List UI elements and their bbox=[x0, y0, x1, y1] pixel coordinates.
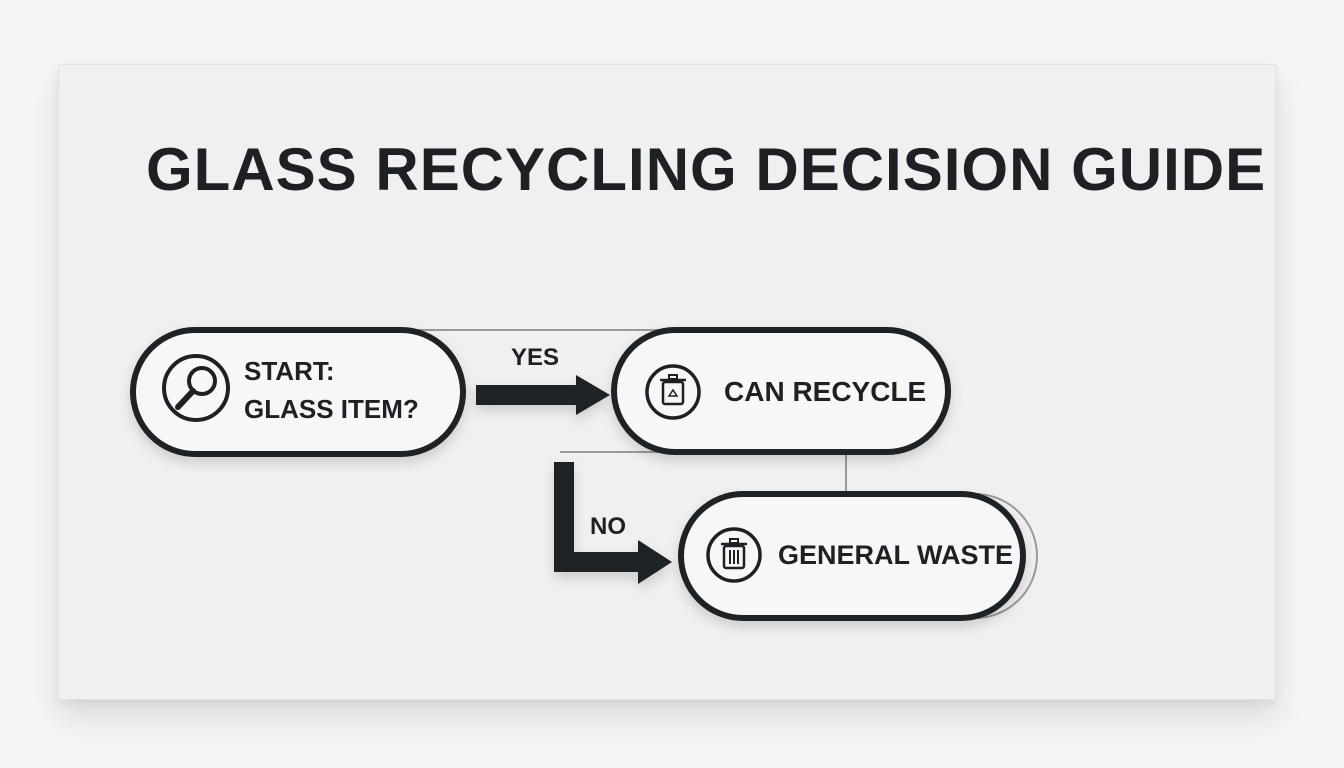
can-recycle-node[interactable] bbox=[611, 327, 951, 455]
no-arrow bbox=[554, 462, 672, 584]
start-node-label-line2: GLASS ITEM? bbox=[244, 394, 419, 424]
magnifier-icon bbox=[162, 354, 230, 422]
no-label: NO bbox=[590, 513, 626, 540]
trash-bin-icon bbox=[706, 527, 762, 583]
can-recycle-label: CAN RECYCLE bbox=[724, 376, 927, 407]
recycle-bin-icon bbox=[645, 364, 701, 420]
page-title: GLASS RECYCLING DECISION GUIDE bbox=[146, 136, 1267, 203]
general-waste-label: GENERAL WASTE bbox=[778, 540, 1014, 570]
start-node-label-line1: START: bbox=[244, 356, 335, 386]
yes-label: YES bbox=[511, 344, 560, 371]
start-node[interactable] bbox=[130, 327, 466, 457]
yes-arrow bbox=[476, 375, 610, 415]
general-waste-node[interactable] bbox=[678, 491, 1026, 621]
